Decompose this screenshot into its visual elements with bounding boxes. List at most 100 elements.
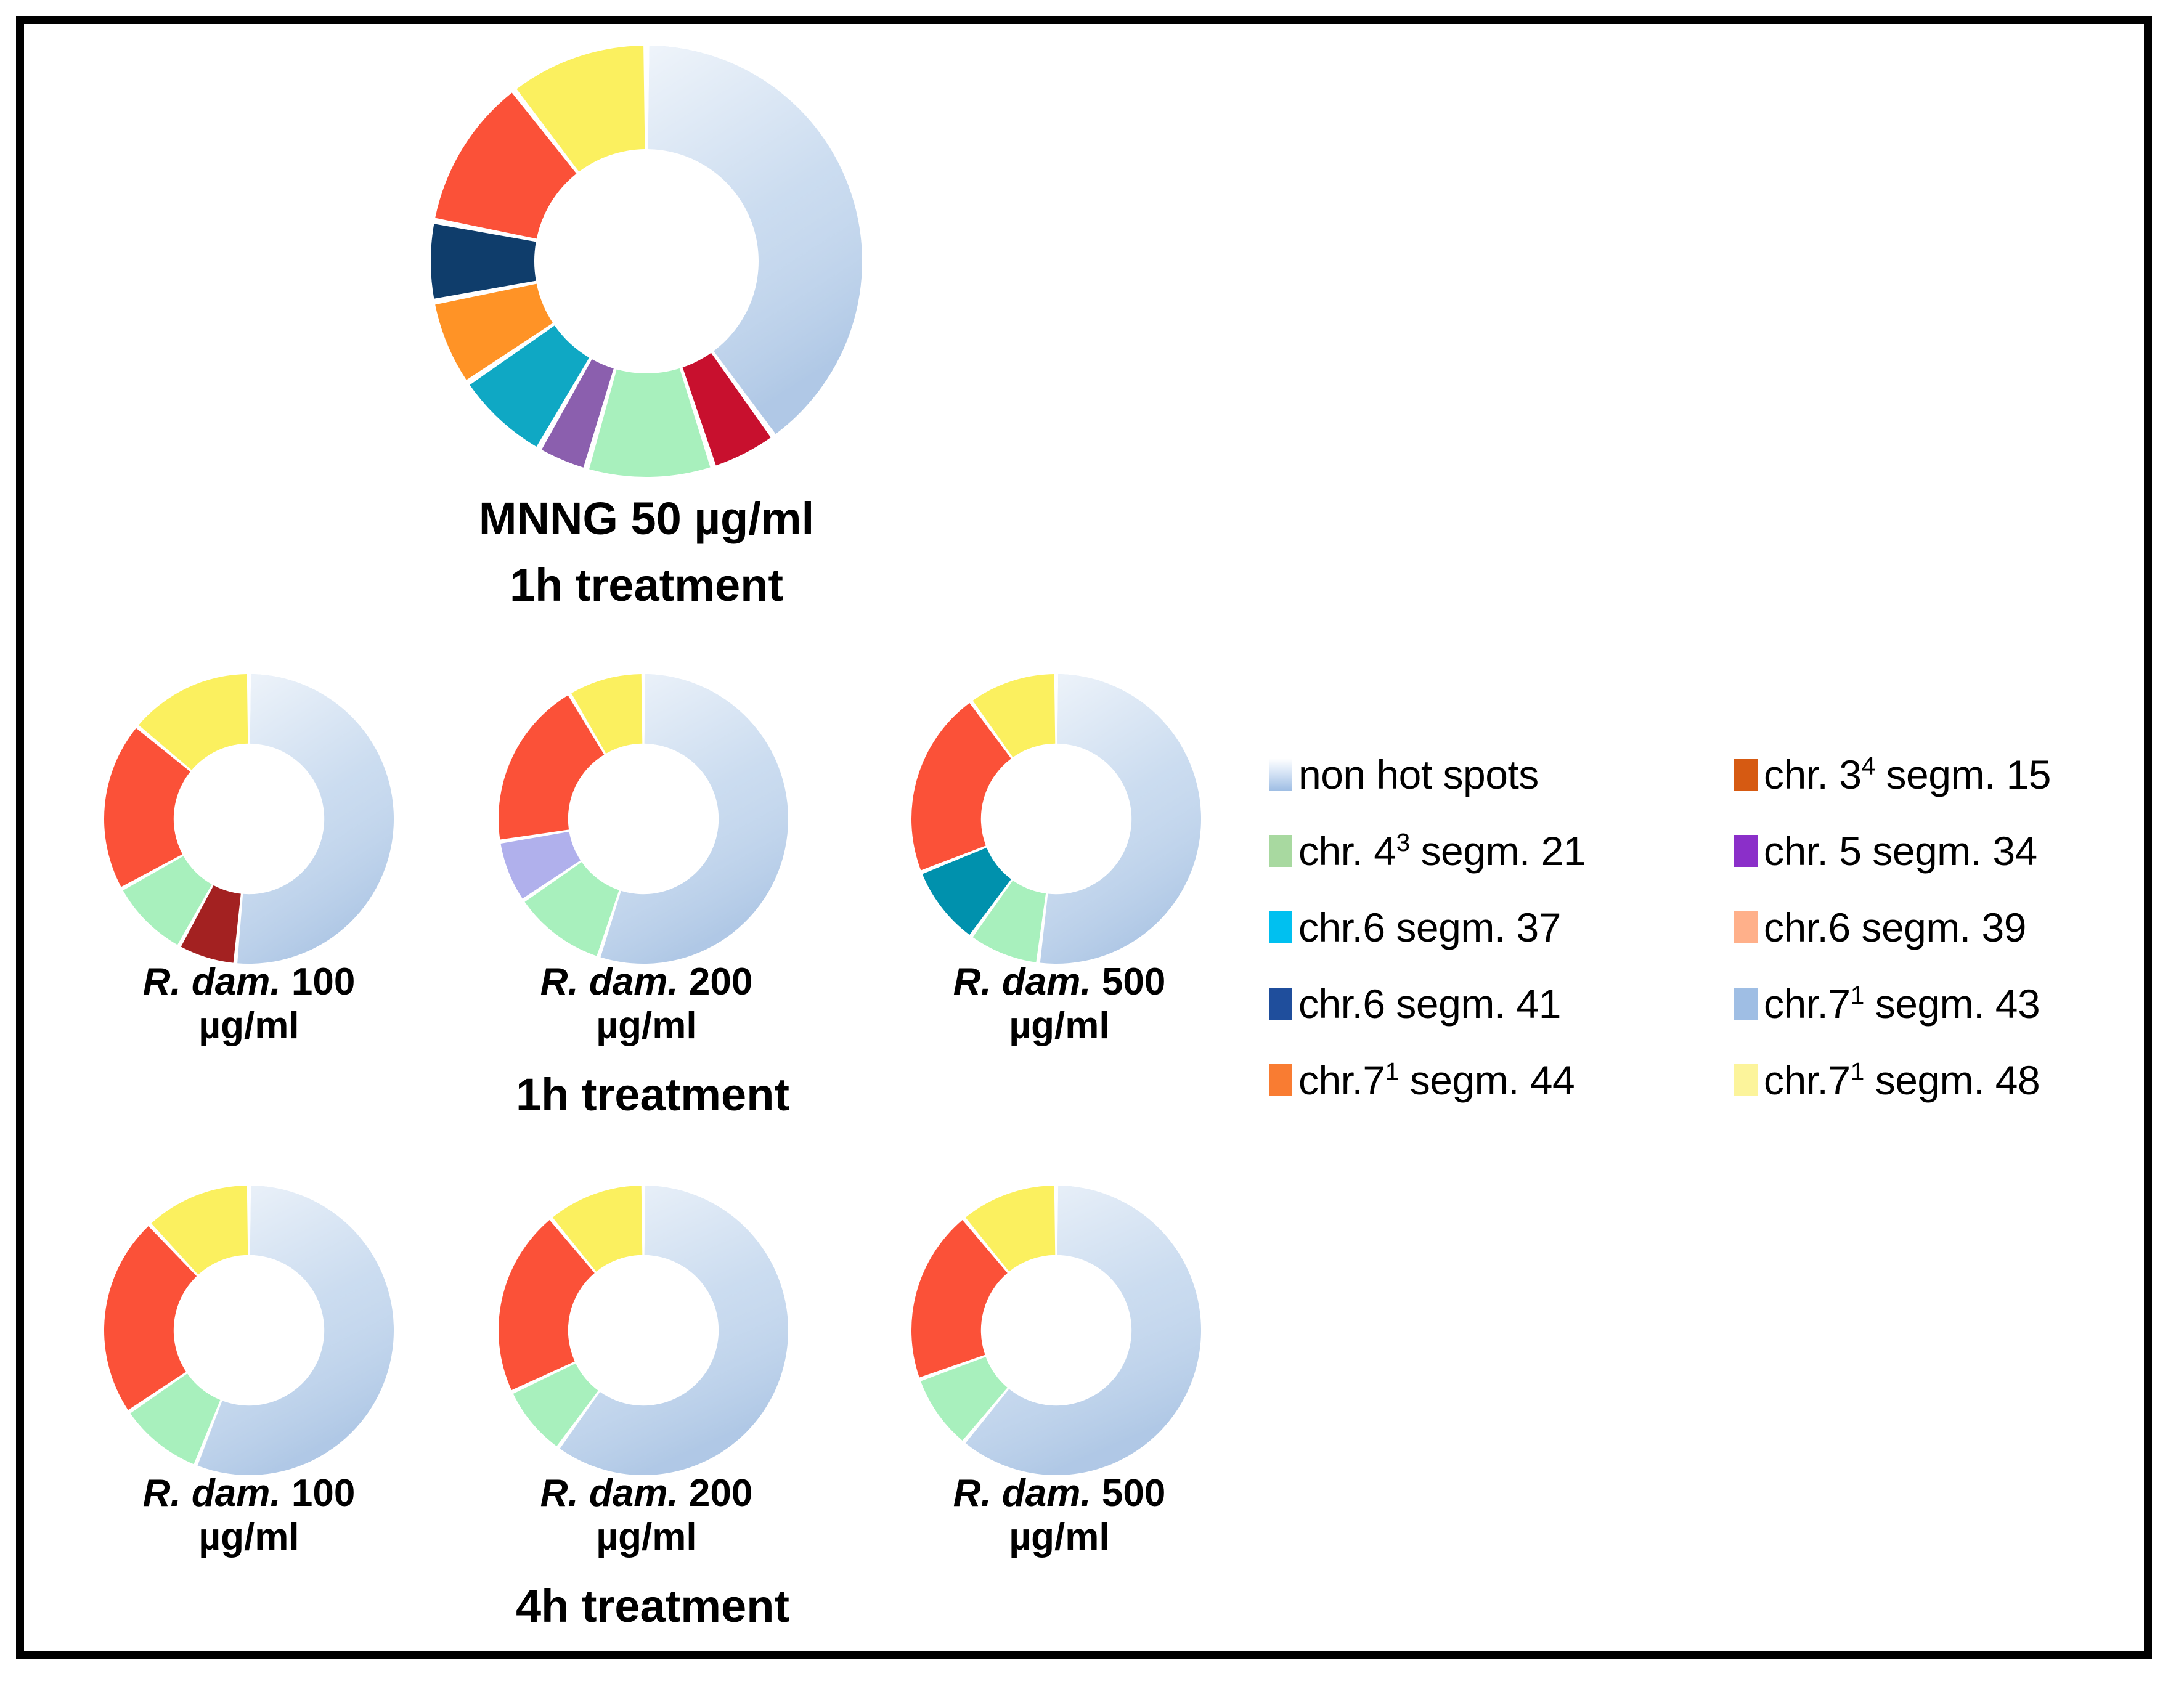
donut-slice[interactable] <box>589 368 711 477</box>
legend-label: non hot spots <box>1298 752 1539 797</box>
dose-unit: µg/ml <box>1009 1004 1110 1047</box>
donut-slice[interactable] <box>151 1186 248 1275</box>
legend-swatch-chr3-4-segm-15 <box>1734 759 1758 791</box>
donut-slice[interactable] <box>181 885 241 963</box>
donut-ring-rdam-500-1h <box>911 674 1201 964</box>
donut-slice-shading <box>197 1186 394 1475</box>
dose-value: 100 <box>291 961 356 1003</box>
legend-superscript: 3 <box>1396 828 1410 856</box>
legend-item-chr7-1-segm-44[interactable]: chr.71 segm. 44 <box>1269 1057 1734 1103</box>
legend-superscript: 1 <box>1850 1057 1865 1086</box>
legend-label: chr.6 segm. 39 <box>1764 905 2026 950</box>
dose-unit: µg/ml <box>198 1515 299 1558</box>
donut-slice[interactable] <box>499 1220 595 1391</box>
donut-ring-rdam-200-4h <box>499 1186 788 1475</box>
legend-superscript: 1 <box>1385 1057 1400 1086</box>
donut-chart-rdam-100-1h[interactable] <box>104 674 394 964</box>
donut-slice[interactable] <box>541 359 614 468</box>
donut-slice[interactable] <box>965 1186 1056 1272</box>
legend-item-chr6-segm-41[interactable]: chr.6 segm. 41 <box>1269 983 1734 1024</box>
dose-value: 500 <box>1101 1472 1166 1515</box>
donut-slice[interactable] <box>516 46 645 172</box>
caption-rdam-500-1h: R. dam. 500 µg/ml <box>896 961 1223 1047</box>
donut-slice[interactable] <box>911 702 1011 871</box>
donut-slice[interactable] <box>682 352 771 466</box>
legend-row: chr.6 segm. 37 chr.6 segm. 39 <box>1269 907 2144 983</box>
figure-frame: MNNG 50 µg/ml 1h treatment R. dam. 100 µ… <box>16 16 2152 1659</box>
legend-swatch-chr6-segm-39 <box>1734 911 1758 943</box>
donut-slice[interactable] <box>130 1373 221 1465</box>
page-title: MNNG 50 µg/ml <box>369 492 924 545</box>
donut-slice[interactable] <box>139 674 248 770</box>
species-name: R. dam. <box>142 1472 281 1515</box>
legend-item-chr6-segm-39[interactable]: chr.6 segm. 39 <box>1734 907 2144 948</box>
legend-superscript: 4 <box>1861 752 1875 780</box>
legend-item-chr5-segm-34[interactable]: chr. 5 segm. 34 <box>1734 831 2144 871</box>
legend-row: non hot spots chr. 34 segm. 15 <box>1269 754 2144 831</box>
caption-rdam-200-1h: R. dam. 200 µg/ml <box>483 961 810 1047</box>
donut-slice[interactable] <box>499 695 605 840</box>
row-label-1h-treatment: 1h treatment <box>515 1069 790 1120</box>
donut-slice[interactable] <box>552 1186 643 1272</box>
donut-slice[interactable] <box>104 1226 197 1410</box>
legend-swatch-chr4-3-segm-21 <box>1269 835 1292 867</box>
legend-item-chr3-4-segm-15[interactable]: chr. 34 segm. 15 <box>1734 754 2144 795</box>
donut-slice[interactable] <box>435 283 553 380</box>
dose-value: 200 <box>688 1472 753 1515</box>
donut-slice[interactable] <box>972 880 1046 962</box>
dose-unit: µg/ml <box>596 1515 697 1558</box>
legend-label: chr.71 segm. 43 <box>1764 981 2040 1027</box>
donut-slice[interactable] <box>571 674 643 754</box>
donut-slice[interactable] <box>972 674 1056 758</box>
donut-ring-rdam-200-1h <box>499 674 788 964</box>
donut-slice[interactable] <box>435 92 577 239</box>
donut-ring-mnng-50-1h <box>431 46 862 477</box>
title-treatment-text: 1h treatment <box>509 559 784 611</box>
donut-slice[interactable] <box>123 856 212 945</box>
donut-slice[interactable] <box>922 847 1011 935</box>
species-name: R. dam. <box>953 961 1091 1003</box>
legend-item-chr6-segm-37[interactable]: chr.6 segm. 37 <box>1269 907 1734 948</box>
donut-slice-shading <box>648 46 862 434</box>
donut-slice[interactable] <box>431 224 536 299</box>
dose-value: 500 <box>1101 961 1166 1003</box>
donut-slice[interactable] <box>470 325 590 447</box>
donut-chart-rdam-200-1h[interactable] <box>499 674 788 964</box>
donut-slice[interactable] <box>911 1220 1008 1378</box>
legend-item-non-hot-spots[interactable]: non hot spots <box>1269 754 1734 795</box>
legend-item-chr4-3-segm-21[interactable]: chr. 43 segm. 21 <box>1269 828 1734 874</box>
dose-unit: µg/ml <box>1009 1515 1110 1558</box>
donut-slice-shading <box>1040 674 1201 964</box>
donut-slice[interactable] <box>921 1356 1008 1441</box>
donut-slice[interactable] <box>104 728 190 887</box>
title-dose-line: MNNG 50 µg/ml <box>478 493 815 544</box>
donut-slice-shading <box>560 1186 788 1475</box>
row-label-4h-treatment: 4h treatment <box>515 1580 790 1632</box>
figure-canvas: MNNG 50 µg/ml 1h treatment R. dam. 100 µ… <box>24 24 2144 1651</box>
legend-label: chr.71 segm. 44 <box>1298 1057 1575 1103</box>
donut-slice[interactable] <box>500 831 581 899</box>
species-name: R. dam. <box>540 961 678 1003</box>
donut-slice[interactable] <box>513 1363 598 1447</box>
donut-chart-rdam-100-4h[interactable] <box>104 1186 394 1475</box>
donut-ring-rdam-500-4h <box>911 1186 1201 1475</box>
legend-item-chr7-1-segm-43[interactable]: chr.71 segm. 43 <box>1734 983 2144 1024</box>
legend-item-chr7-1-segm-48[interactable]: chr.71 segm. 48 <box>1734 1057 2144 1100</box>
legend-row: chr.71 segm. 44 chr.71 segm. 48 <box>1269 1057 2144 1136</box>
donut-slice-shading <box>237 674 394 964</box>
donut-chart-rdam-200-4h[interactable] <box>499 1186 788 1475</box>
legend-label: chr. 43 segm. 21 <box>1298 828 1586 874</box>
legend-label: chr. 34 segm. 15 <box>1764 752 2052 797</box>
donut-chart-mnng-50-1h[interactable] <box>431 46 862 477</box>
donut-chart-rdam-500-4h[interactable] <box>911 1186 1201 1475</box>
donut-ring-rdam-100-1h <box>104 674 394 964</box>
donut-chart-rdam-500-1h[interactable] <box>911 674 1201 964</box>
donut-slice[interactable] <box>524 862 619 956</box>
legend-swatch-chr6-segm-37 <box>1269 911 1292 943</box>
legend-swatch-non-hot-spots <box>1269 759 1292 791</box>
dose-value: 100 <box>291 1472 356 1515</box>
legend-row: chr. 43 segm. 21 chr. 5 segm. 34 <box>1269 828 2144 907</box>
caption-rdam-500-4h: R. dam. 500 µg/ml <box>896 1472 1223 1559</box>
legend-label: chr.6 segm. 37 <box>1298 905 1561 950</box>
legend: non hot spots chr. 34 segm. 15 chr. 43 seg… <box>1269 754 2144 1136</box>
